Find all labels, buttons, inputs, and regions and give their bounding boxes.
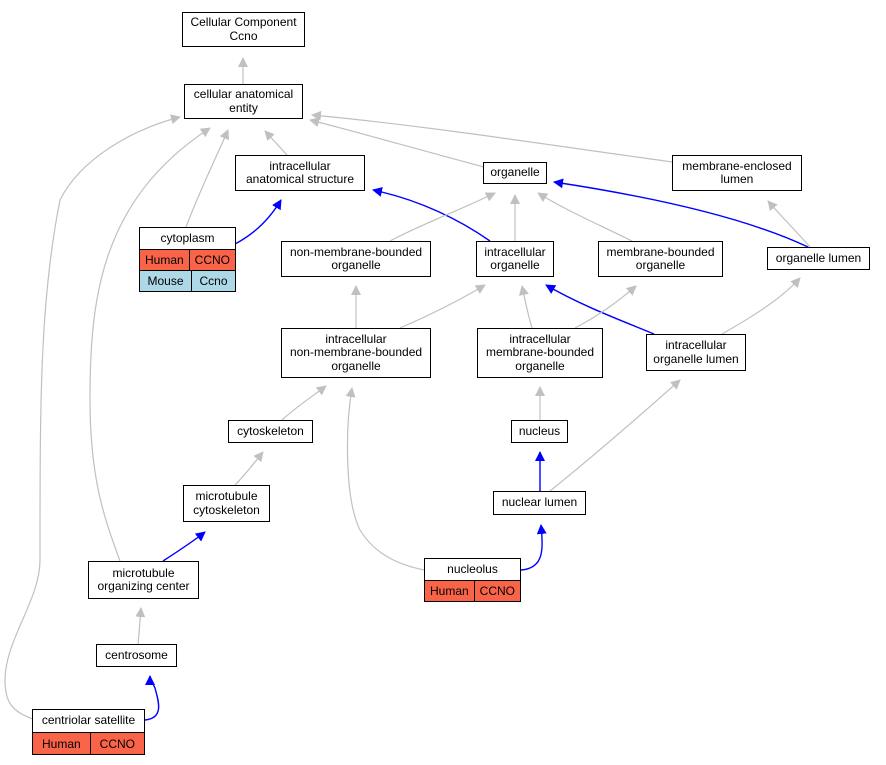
node-cytoplasm[interactable]: cytoplasm bbox=[139, 227, 236, 250]
node-cytoskeleton[interactable]: cytoskeleton bbox=[228, 420, 313, 443]
edge-inmbo-to-io bbox=[399, 284, 486, 329]
edge-mtoc-to-mtcs bbox=[162, 531, 206, 562]
node-intracellular-organelle[interactable]: intracellular organelle bbox=[476, 241, 554, 277]
node-non-membrane-bounded-organelle[interactable]: non-membrane-bounded organelle bbox=[281, 241, 431, 277]
edge-ol-to-mel bbox=[767, 200, 811, 248]
node-cellular-component[interactable]: Cellular Component Ccno bbox=[182, 12, 305, 47]
node-nuclear-lumen[interactable]: nuclear lumen bbox=[493, 491, 586, 515]
node-intracellular-non-membrane-bounded-organelle[interactable]: intracellular non-membrane-bounded organ… bbox=[281, 328, 431, 378]
annotation-gene: CCNO bbox=[479, 584, 515, 598]
edge-nmbo-to-organelle bbox=[389, 192, 496, 242]
edge-cytoplasm-to-ias bbox=[234, 199, 282, 245]
node-microtubule-cytoskeleton[interactable]: microtubule cytoskeleton bbox=[183, 485, 270, 522]
node-centriolar-satellite[interactable]: centriolar satellite bbox=[32, 709, 145, 733]
node-intracellular-membrane-bounded-organelle[interactable]: intracellular membrane-bounded organelle bbox=[477, 328, 603, 378]
node-membrane-enclosed-lumen[interactable]: membrane-enclosed lumen bbox=[672, 155, 802, 191]
node-cellular-anatomical-entity[interactable]: cellular anatomical entity bbox=[184, 84, 303, 119]
node-centrosome[interactable]: centrosome bbox=[96, 644, 177, 667]
annotation-gene: Ccno bbox=[199, 274, 228, 288]
edge-iol-to-ol bbox=[721, 277, 801, 335]
annotation-gene: CCNO bbox=[99, 736, 135, 751]
edge-ol-to-organelle bbox=[553, 178, 809, 248]
node-microtubule-organizing-center[interactable]: microtubule organizing center bbox=[88, 561, 199, 599]
edge-cytoplasm-to-cae bbox=[185, 129, 230, 228]
edge-organelle-to-cae bbox=[309, 117, 485, 168]
edge-ias-to-cae bbox=[264, 130, 288, 156]
edge-centrosome-to-mtoc bbox=[135, 607, 146, 645]
edge-cs-to-centrosome bbox=[144, 675, 160, 721]
annotation-nucleolus-human: Human CCNO bbox=[424, 580, 521, 602]
annotation-centriolar-satellite-human: Human CCNO bbox=[32, 732, 145, 755]
annotation-species: Human bbox=[425, 581, 475, 601]
node-membrane-bounded-organelle[interactable]: membrane-bounded organelle bbox=[598, 241, 723, 277]
edge-mel-to-cae bbox=[311, 110, 673, 163]
edge-cs-to-cae bbox=[4, 114, 181, 721]
node-intracellular-organelle-lumen[interactable]: intracellular organelle lumen bbox=[646, 334, 746, 371]
annotation-gene: CCNO bbox=[194, 253, 230, 267]
edge-mtoc-to-cae bbox=[89, 127, 211, 562]
node-organelle-lumen[interactable]: organelle lumen bbox=[767, 247, 870, 270]
edge-mbo-to-organelle bbox=[537, 192, 633, 242]
edge-nucleolus-to-nl bbox=[520, 524, 547, 571]
edge-cytoskeleton-to-inmbo bbox=[281, 385, 327, 421]
edge-nl-to-iol bbox=[549, 379, 681, 492]
edge-io-to-ias bbox=[372, 186, 491, 242]
annotation-cytoplasm-human: Human CCNO bbox=[139, 249, 236, 271]
annotation-species: Human bbox=[33, 733, 91, 754]
edge-imbo-to-io bbox=[518, 285, 533, 329]
annotation-species: Human bbox=[140, 250, 190, 270]
edge-mtcs-to-cytoskeleton bbox=[234, 451, 264, 486]
node-nucleolus[interactable]: nucleolus bbox=[424, 558, 521, 581]
edge-iol-to-io bbox=[545, 284, 655, 335]
annotation-species: Mouse bbox=[140, 271, 193, 291]
node-nucleus[interactable]: nucleus bbox=[511, 420, 568, 443]
annotation-cytoplasm-mouse: Mouse Ccno bbox=[139, 270, 236, 292]
node-organelle[interactable]: organelle bbox=[483, 162, 547, 184]
edge-nucleolus-to-inmbo bbox=[345, 387, 425, 571]
edge-imbo-to-mbo bbox=[574, 285, 637, 329]
node-intracellular-anatomical-structure[interactable]: intracellular anatomical structure bbox=[235, 155, 365, 191]
